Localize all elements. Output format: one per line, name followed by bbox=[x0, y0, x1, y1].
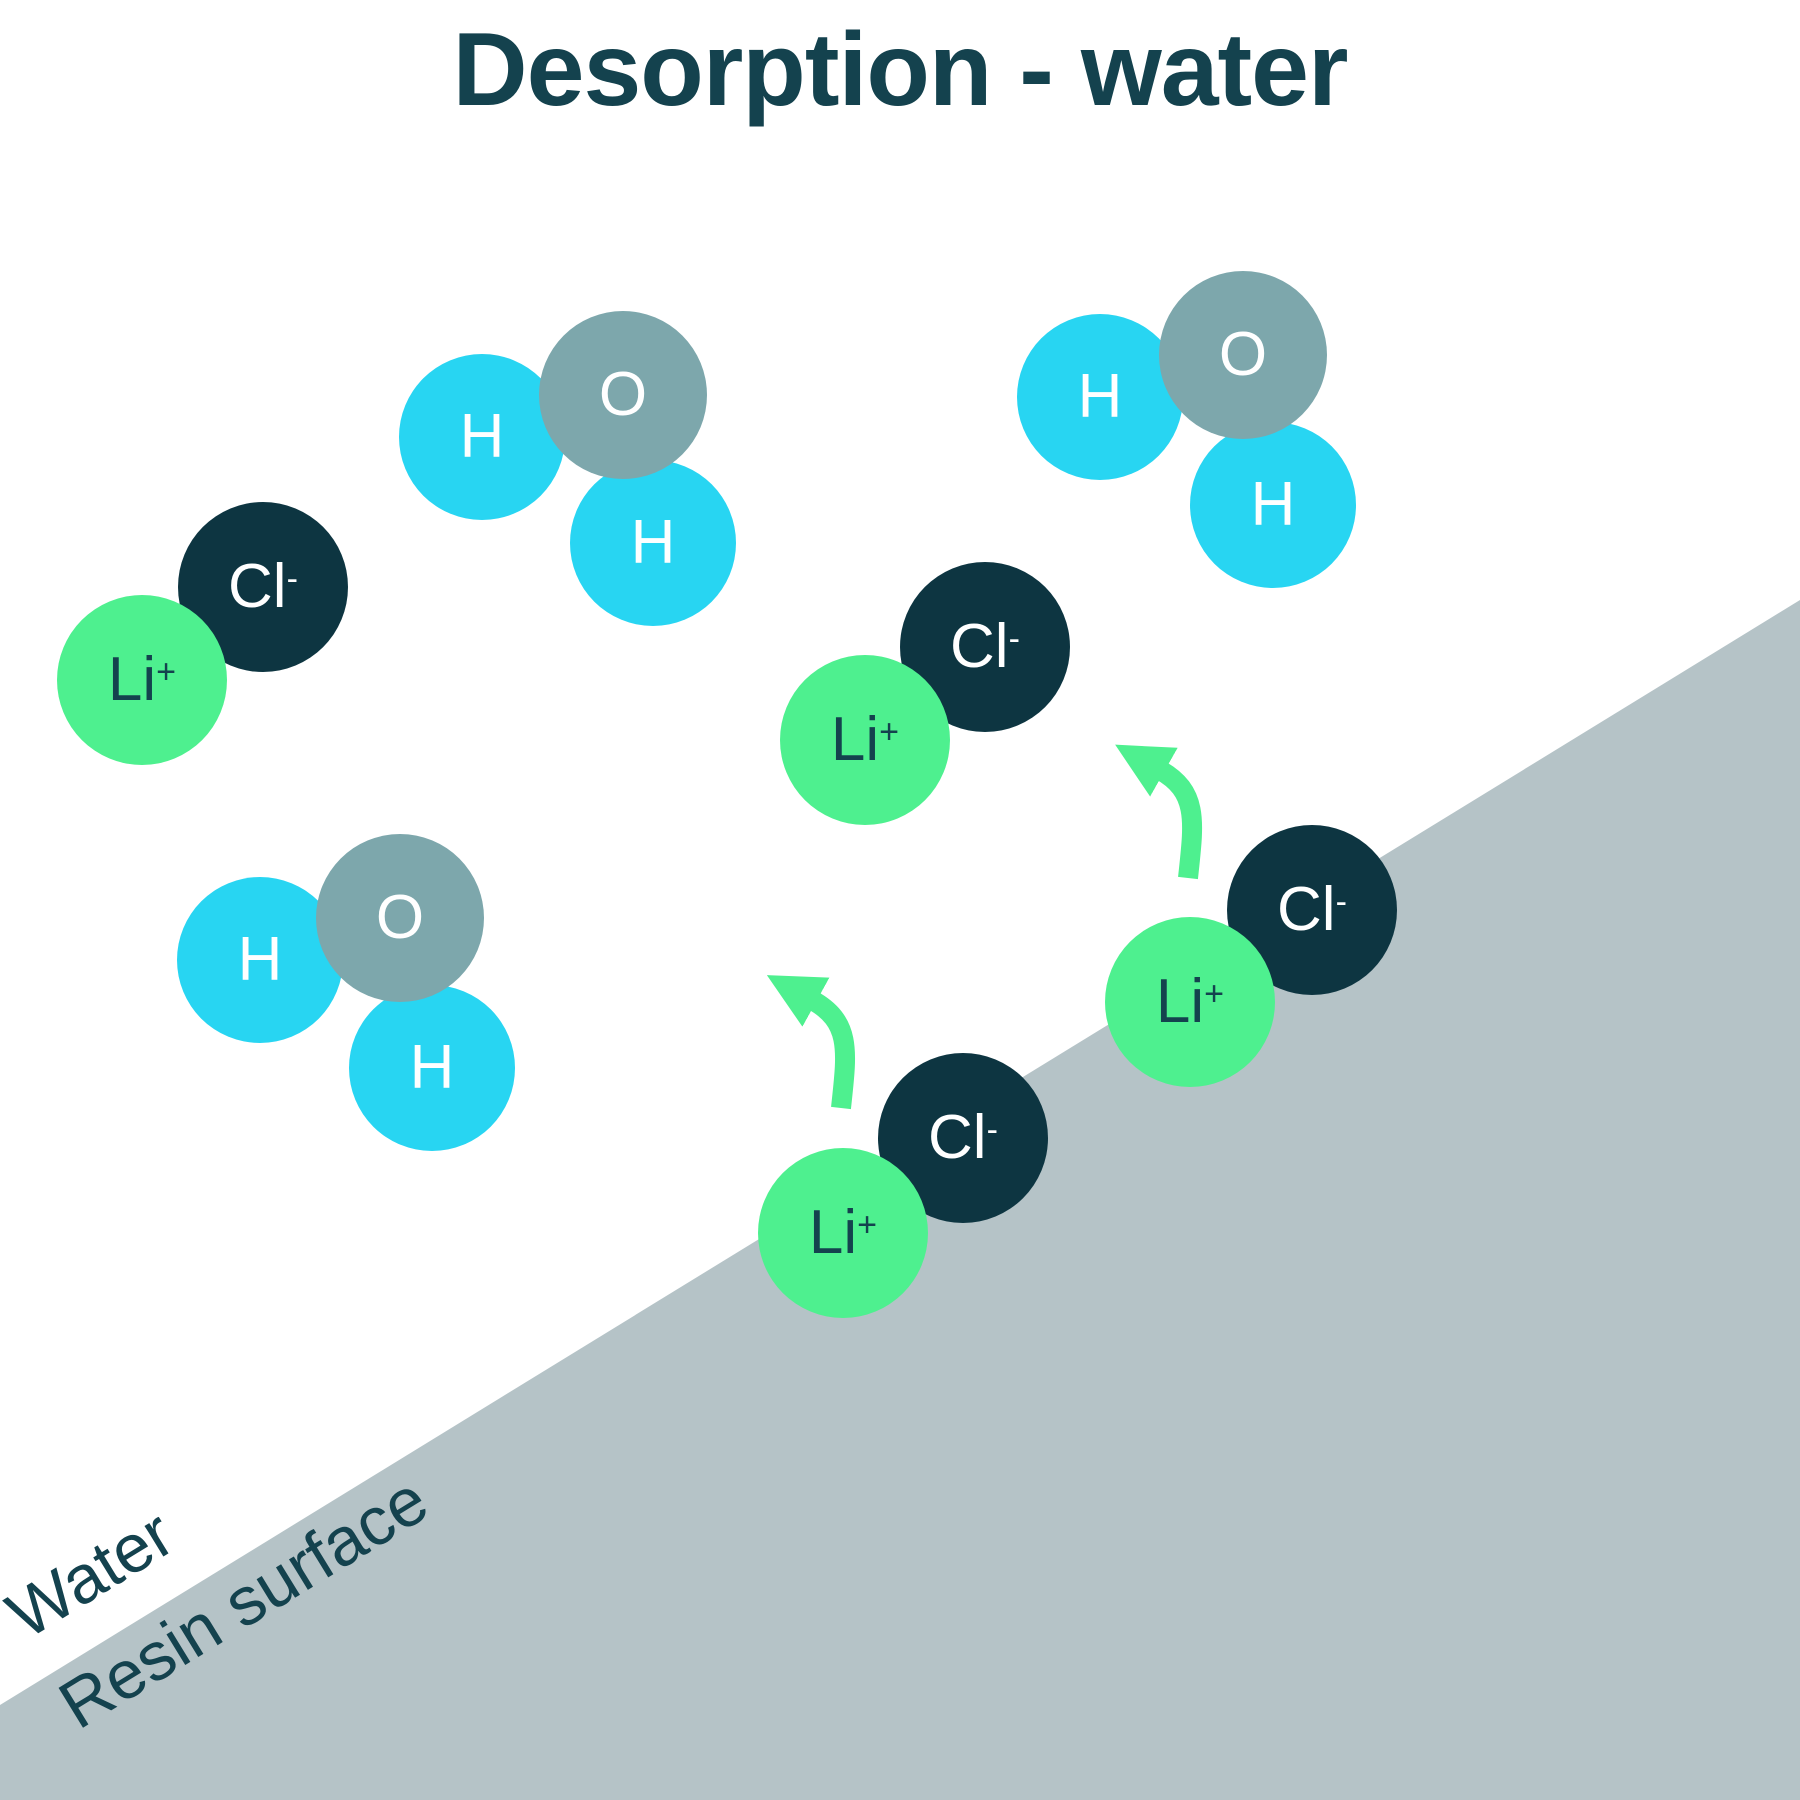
atom-label: H bbox=[459, 402, 505, 471]
desorption-arrow bbox=[766, 975, 856, 1110]
chloride-ion: Cl- bbox=[878, 1053, 1048, 1223]
lithium-ion: Li+ bbox=[57, 595, 227, 765]
atom-label: H bbox=[1250, 470, 1296, 539]
lithium-ion: Li+ bbox=[1105, 917, 1275, 1087]
diagram-title: Desorption - water bbox=[452, 12, 1349, 128]
ion-label: Li+ bbox=[107, 645, 177, 714]
desorption-arrow bbox=[1115, 744, 1203, 880]
ion-label: Cl- bbox=[950, 612, 1020, 681]
ion-label: Li+ bbox=[830, 705, 900, 774]
lithium-ion: Li+ bbox=[758, 1148, 928, 1318]
hydrogen-atom: H bbox=[349, 985, 515, 1151]
hydrogen-atom: H bbox=[177, 877, 343, 1043]
atom-label: H bbox=[630, 508, 676, 577]
atom-label: H bbox=[237, 925, 283, 994]
oxygen-atom: O bbox=[1159, 271, 1327, 439]
atom-label: H bbox=[1077, 362, 1123, 431]
atom-label: H bbox=[409, 1033, 455, 1102]
hydrogen-atom: H bbox=[1190, 422, 1356, 588]
atom-label: O bbox=[1218, 320, 1268, 389]
ion-label: Cl- bbox=[228, 552, 298, 621]
ion-label: Cl- bbox=[1277, 875, 1347, 944]
lithium-ion: Li+ bbox=[780, 655, 950, 825]
chloride-ion: Cl- bbox=[178, 502, 348, 672]
ion-label: Cl- bbox=[928, 1103, 998, 1172]
hydrogen-atom: H bbox=[1017, 314, 1183, 480]
oxygen-atom: O bbox=[539, 311, 707, 479]
atom-label: O bbox=[375, 883, 425, 952]
atom-label: O bbox=[598, 360, 648, 429]
ion-label: Li+ bbox=[1155, 967, 1225, 1036]
hydrogen-atom: H bbox=[399, 354, 565, 520]
oxygen-atom: O bbox=[316, 834, 484, 1002]
ion-label: Li+ bbox=[808, 1198, 878, 1267]
hydrogen-atom: H bbox=[570, 460, 736, 626]
